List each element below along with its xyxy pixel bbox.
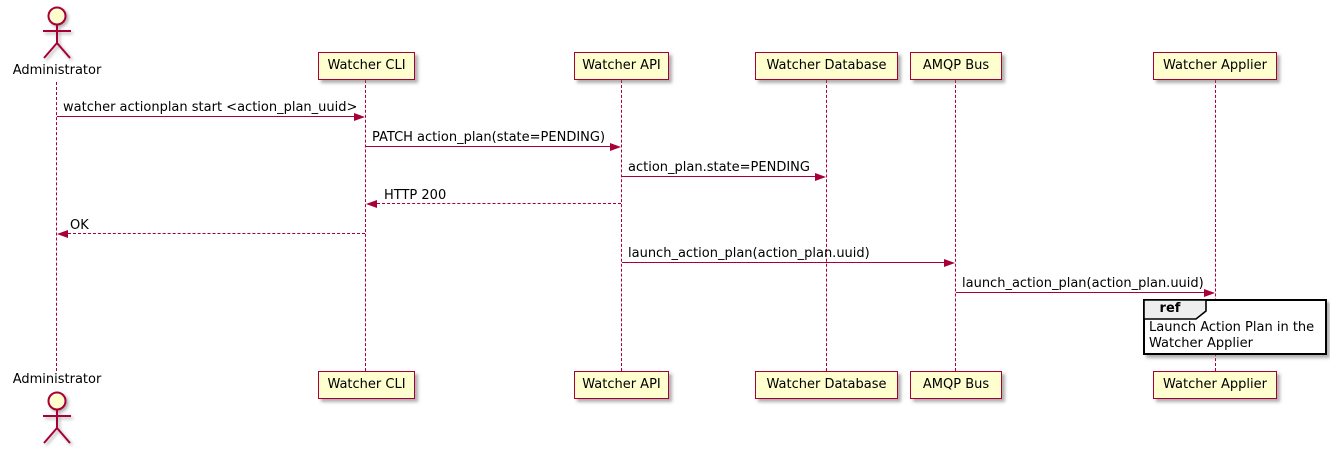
message-label: action_plan.state=PENDING xyxy=(628,160,810,175)
message-label: launch_action_plan(action_plan.uuid) xyxy=(962,276,1204,291)
actor-label-top: Administrator xyxy=(12,63,102,78)
actor-icon xyxy=(43,6,71,59)
lifeline-watcher-applier xyxy=(1215,80,1216,371)
ref-text-line1: Launch Action Plan in the xyxy=(1149,320,1315,335)
lifeline-watcher-api xyxy=(621,80,622,371)
message-line xyxy=(622,176,815,177)
participant-watcher-api-top: Watcher API xyxy=(574,52,669,80)
message-label: HTTP 200 xyxy=(384,188,447,203)
ref-fragment: ref Launch Action Plan in the Watcher Ap… xyxy=(1143,299,1327,355)
lifeline-watcher-cli xyxy=(365,80,366,371)
participant-watcher-database-bottom: Watcher Database xyxy=(755,371,898,399)
ref-text-line2: Watcher Applier xyxy=(1149,336,1253,351)
lifeline-watcher-database xyxy=(826,80,827,371)
arrowhead-left-icon xyxy=(57,229,68,238)
message-line xyxy=(377,203,621,204)
message-line xyxy=(956,292,1204,293)
arrowhead-right-icon xyxy=(944,258,955,267)
participant-watcher-cli-top: Watcher CLI xyxy=(318,52,415,80)
arrowhead-right-icon xyxy=(1204,288,1215,297)
ref-text: Launch Action Plan in the Watcher Applie… xyxy=(1149,320,1314,352)
message-label: OK xyxy=(70,218,89,233)
arrowhead-right-icon xyxy=(815,172,826,181)
ref-header-shape-icon xyxy=(1143,299,1207,320)
message-label: PATCH action_plan(state=PENDING) xyxy=(372,130,606,145)
message-label: launch_action_plan(action_plan.uuid) xyxy=(628,246,870,261)
message-label: watcher actionplan start <action_plan_uu… xyxy=(63,100,358,115)
arrowhead-right-icon xyxy=(354,112,365,121)
actor-label-bottom: Administrator xyxy=(12,372,102,387)
message-line xyxy=(57,116,354,117)
participant-watcher-cli-bottom: Watcher CLI xyxy=(318,371,415,399)
arrowhead-right-icon xyxy=(610,142,621,151)
participant-watcher-database-top: Watcher Database xyxy=(755,52,898,80)
message-line xyxy=(68,233,365,234)
participant-watcher-applier-top: Watcher Applier xyxy=(1153,52,1277,80)
message-line xyxy=(366,146,610,147)
participant-amqp-bus-top: AMQP Bus xyxy=(910,52,1002,80)
participant-amqp-bus-bottom: AMQP Bus xyxy=(910,371,1002,399)
message-line xyxy=(622,262,944,263)
ref-header: ref xyxy=(1143,299,1208,320)
actor-icon xyxy=(43,391,71,444)
lifeline-administrator xyxy=(56,82,57,371)
ref-keyword: ref xyxy=(1159,301,1181,316)
arrowhead-left-icon xyxy=(366,199,377,208)
lifeline-amqp-bus xyxy=(955,80,956,371)
participant-watcher-api-bottom: Watcher API xyxy=(574,371,669,399)
participant-watcher-applier-bottom: Watcher Applier xyxy=(1153,371,1277,399)
